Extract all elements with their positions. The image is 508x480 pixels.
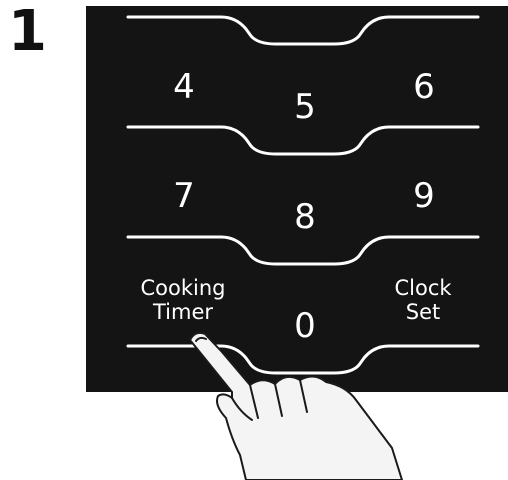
pointing-hand-icon (0, 0, 508, 480)
